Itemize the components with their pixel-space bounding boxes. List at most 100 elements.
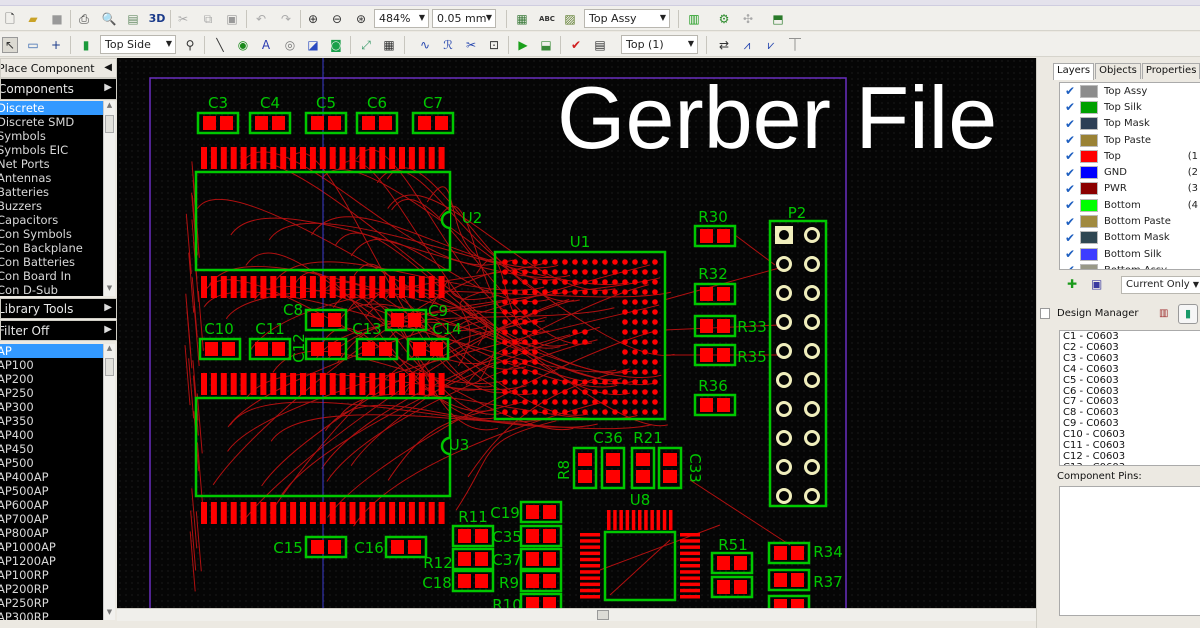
scroll-thumb[interactable] bbox=[105, 358, 114, 376]
ic-pin[interactable] bbox=[300, 373, 306, 395]
layer-color-swatch[interactable] bbox=[1080, 182, 1098, 196]
bga-ball[interactable] bbox=[512, 389, 518, 395]
bga-ball[interactable] bbox=[642, 259, 648, 265]
layer-row[interactable]: ✔Top Assy bbox=[1060, 83, 1200, 99]
smd-pad[interactable] bbox=[526, 597, 539, 608]
bga-ball[interactable] bbox=[542, 389, 548, 395]
select-pointer-icon[interactable]: ↖ bbox=[2, 37, 18, 53]
smd-pad[interactable] bbox=[526, 574, 539, 588]
ic-pin[interactable] bbox=[359, 502, 366, 524]
smd-pad[interactable] bbox=[700, 348, 713, 362]
ic-pin[interactable] bbox=[280, 502, 287, 524]
smd-pad[interactable] bbox=[379, 342, 392, 356]
through-hole-pad[interactable] bbox=[804, 285, 820, 301]
copper-pour-icon[interactable]: ◪ bbox=[307, 38, 319, 52]
designator-label[interactable]: R37 bbox=[813, 573, 843, 591]
designator-label[interactable]: C37 bbox=[492, 551, 522, 569]
bga-ball[interactable] bbox=[622, 319, 628, 325]
ic-pin[interactable] bbox=[428, 147, 435, 169]
library-tools-section[interactable]: Library Tools▶ bbox=[0, 298, 117, 319]
bga-ball[interactable] bbox=[652, 359, 658, 365]
bga-ball[interactable] bbox=[622, 379, 628, 385]
list-item[interactable]: Buzzers bbox=[0, 199, 43, 213]
list-item[interactable]: AP1200AP bbox=[0, 554, 56, 568]
ic-pin[interactable] bbox=[399, 276, 405, 298]
ic-pin[interactable] bbox=[329, 373, 336, 395]
bga-ball[interactable] bbox=[632, 309, 638, 315]
ic-pin[interactable] bbox=[240, 147, 247, 169]
list-item[interactable]: C7 - C0603 bbox=[1063, 396, 1119, 408]
bga-ball[interactable] bbox=[522, 389, 528, 395]
bga-ball[interactable] bbox=[522, 379, 528, 385]
print-icon[interactable]: ⎙ bbox=[79, 12, 89, 26]
designator-label[interactable]: C15 bbox=[273, 539, 303, 557]
bga-ball[interactable] bbox=[532, 339, 538, 345]
bga-ball[interactable] bbox=[652, 409, 658, 415]
filter-section[interactable]: Filter Off▶ bbox=[0, 320, 117, 341]
list-item[interactable]: C13 - C0603 bbox=[1063, 462, 1197, 465]
save-icon[interactable]: ■ bbox=[51, 12, 63, 26]
smd-pad[interactable] bbox=[328, 540, 341, 554]
ic-pin[interactable] bbox=[613, 510, 617, 530]
smd-pad[interactable] bbox=[543, 597, 556, 608]
bga-ball[interactable] bbox=[512, 379, 518, 385]
bga-ball[interactable] bbox=[512, 289, 518, 295]
smd-pad[interactable] bbox=[475, 529, 488, 543]
ic-pin[interactable] bbox=[250, 147, 257, 169]
bga-ball[interactable] bbox=[632, 299, 638, 305]
visible-check-icon[interactable]: ✔ bbox=[1064, 230, 1076, 245]
bga-ball[interactable] bbox=[562, 269, 568, 275]
ic-pin[interactable] bbox=[349, 373, 356, 395]
smd-pad[interactable] bbox=[717, 580, 730, 594]
list-item[interactable]: Con Backplane bbox=[0, 241, 83, 255]
ic-pin[interactable] bbox=[428, 373, 435, 395]
ic-pin[interactable] bbox=[230, 276, 237, 298]
bga-ball[interactable] bbox=[562, 289, 568, 295]
smd-pad[interactable] bbox=[543, 529, 556, 543]
ic-pin[interactable] bbox=[408, 147, 415, 169]
ic-pin[interactable] bbox=[319, 276, 326, 298]
smd-pad[interactable] bbox=[418, 116, 431, 130]
list-item[interactable]: AP500 bbox=[0, 456, 34, 470]
layer-color-swatch[interactable] bbox=[1080, 117, 1098, 131]
ic-pin[interactable] bbox=[260, 276, 267, 298]
ic-pin[interactable] bbox=[280, 147, 287, 169]
designator-label[interactable]: C5 bbox=[316, 94, 336, 112]
bga-ball[interactable] bbox=[642, 369, 648, 375]
component-props-icon[interactable]: ⚙ bbox=[718, 12, 730, 26]
ic-pin[interactable] bbox=[580, 595, 600, 599]
ic-pin[interactable] bbox=[656, 510, 661, 530]
redo-icon[interactable]: ↷ bbox=[280, 12, 292, 26]
bga-ball[interactable] bbox=[572, 269, 578, 275]
part-list-scrollbar[interactable]: ▲▼ bbox=[103, 344, 115, 620]
measure-icon[interactable]: ⤢ bbox=[361, 38, 371, 52]
component-list-scrollbar[interactable]: ▲▼ bbox=[103, 101, 115, 296]
layer-color-swatch[interactable] bbox=[1080, 198, 1098, 212]
ic-pin[interactable] bbox=[230, 147, 237, 169]
ic-pin[interactable] bbox=[638, 510, 642, 530]
list-item[interactable]: AP200 bbox=[0, 372, 34, 386]
bga-ball[interactable] bbox=[572, 409, 578, 415]
scroll-down-icon[interactable]: ▼ bbox=[106, 608, 113, 616]
smd-pad[interactable] bbox=[311, 116, 324, 130]
unroute-icon[interactable]: ✂ bbox=[465, 38, 477, 52]
menu-bar[interactable] bbox=[0, 0, 1200, 6]
wire-icon[interactable]: ╲ bbox=[216, 38, 224, 52]
ic-pin[interactable] bbox=[580, 545, 600, 549]
bga-ball[interactable] bbox=[622, 339, 628, 345]
bga-ball[interactable] bbox=[502, 359, 508, 365]
ic-pin[interactable] bbox=[418, 276, 425, 298]
designator-label[interactable]: C10 bbox=[204, 320, 234, 338]
smd-pad[interactable] bbox=[413, 342, 426, 356]
smd-pad[interactable] bbox=[774, 573, 787, 587]
bga-ball[interactable] bbox=[582, 329, 588, 335]
layer-row[interactable]: ✔Bottom Silk bbox=[1060, 246, 1200, 262]
ic-pin[interactable] bbox=[319, 373, 326, 395]
visible-check-icon[interactable]: ✔ bbox=[1064, 165, 1076, 180]
bga-ball[interactable] bbox=[502, 319, 508, 325]
bga-ball[interactable] bbox=[632, 369, 638, 375]
through-hole-pad[interactable] bbox=[804, 401, 820, 417]
bga-ball[interactable] bbox=[572, 259, 578, 265]
visible-check-icon[interactable]: ✔ bbox=[1064, 181, 1076, 196]
